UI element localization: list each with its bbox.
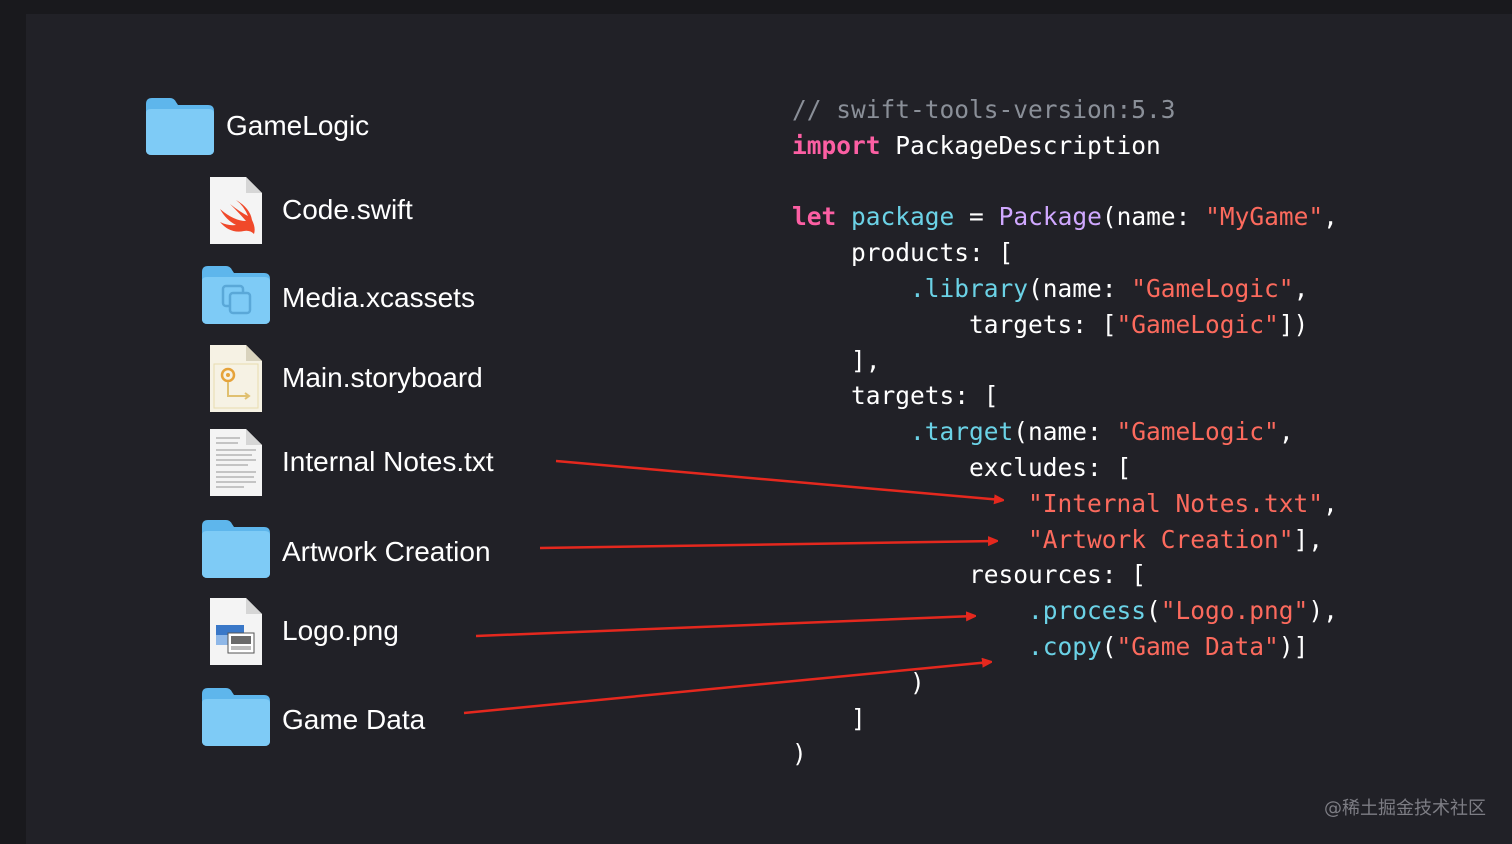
code-token (792, 417, 910, 446)
code-line: import PackageDescription (792, 128, 1338, 164)
code-token: ) (792, 739, 807, 769)
code-token: ]) (1278, 309, 1309, 339)
code-token: import (792, 130, 881, 160)
code-token (792, 274, 910, 303)
tree-item-label: Main.storyboard (282, 362, 483, 393)
code-token: ), (1308, 596, 1338, 626)
tree-item-label: Game Data (282, 704, 426, 735)
code-token: .library (910, 273, 1029, 303)
code-line: targets: [ (792, 378, 1338, 414)
code-token: .target (910, 417, 1014, 447)
code-token: .copy (1028, 631, 1102, 661)
code-line: .process("Logo.png"), (792, 593, 1338, 629)
code-token: package (851, 202, 955, 232)
code-line: excludes: [ (792, 450, 1338, 486)
code-token: , (1323, 202, 1338, 232)
tree-item-artwork-creation: Artwork Creation (200, 518, 700, 588)
tree-item-label: Artwork Creation (282, 536, 491, 567)
code-token: PackageDescription (880, 130, 1161, 160)
code-token: "Artwork Creation" (1028, 524, 1294, 554)
code-token (792, 596, 1028, 625)
code-token: "Game Data" (1116, 631, 1279, 661)
code-token: , (1323, 488, 1338, 518)
code-token: ( (1146, 596, 1161, 626)
tree-item-label: Internal Notes.txt (282, 446, 494, 477)
code-line: targets: ["GameLogic"]) (792, 307, 1338, 343)
code-line: let package = Package(name: "MyGame", (792, 199, 1338, 235)
code-token: ] (792, 703, 866, 733)
code-line (792, 164, 1338, 200)
code-token: excludes: [ (792, 452, 1132, 482)
code-line: ) (792, 736, 1338, 772)
code-token: resources: [ (792, 560, 1147, 590)
code-line: "Artwork Creation"], (792, 522, 1338, 558)
code-line: // swift-tools-version:5.3 (792, 92, 1338, 128)
code-line: .target(name: "GameLogic", (792, 414, 1338, 450)
image-file-icon (200, 597, 272, 667)
code-line: ) (792, 665, 1338, 701)
code-token: ], (1293, 524, 1324, 554)
code-token: ], (792, 345, 881, 375)
asset-catalog-icon (200, 264, 272, 334)
code-token (836, 202, 851, 231)
code-line: resources: [ (792, 557, 1338, 593)
code-token: let (792, 202, 837, 232)
code-line: products: [ (792, 235, 1338, 271)
code-token: )] (1278, 631, 1309, 661)
watermark: @稀土掘金技术社区 (1324, 798, 1486, 819)
folder-icon (200, 518, 272, 588)
code-token: "GameLogic" (1131, 273, 1294, 303)
code-token: "MyGame" (1205, 202, 1324, 232)
code-token: // swift-tools-version:5.3 (792, 95, 1176, 124)
code-token: (name: (1101, 202, 1206, 232)
tree-item-main-storyboard: Main.storyboard (200, 344, 700, 414)
code-token: = (954, 202, 999, 232)
root-folder-label: GameLogic (226, 110, 370, 141)
code-token (792, 525, 1028, 554)
code-line: .copy("Game Data")] (792, 629, 1338, 665)
tree-item-internal-notes: Internal Notes.txt (200, 428, 700, 498)
code-line: "Internal Notes.txt", (792, 486, 1338, 522)
code-token: .process (1028, 596, 1147, 626)
folder-icon (144, 96, 216, 156)
tree-item-label: Code.swift (282, 194, 413, 225)
code-token: "GameLogic" (1116, 417, 1279, 447)
code-token: (name: (1028, 273, 1132, 303)
tree-item-code-swift: Code.swift (200, 176, 700, 246)
code-token (792, 632, 1028, 661)
tree-item-label: Logo.png (282, 615, 399, 646)
swift-file-icon (200, 176, 272, 246)
code-line: ] (792, 701, 1338, 737)
folder-icon (200, 686, 272, 756)
code-token: products: [ (792, 238, 1014, 268)
code-token: , (1278, 417, 1294, 447)
storyboard-file-icon (200, 344, 272, 414)
code-token: "Internal Notes.txt" (1028, 488, 1324, 518)
code-line: ], (792, 343, 1338, 379)
tree-item-game-data: Game Data (200, 686, 700, 756)
package-swift-code: // swift-tools-version:5.3 import Package… (792, 92, 1338, 772)
code-token: targets: [ (792, 381, 999, 411)
tree-item-media-xcassets: Media.xcassets (200, 264, 700, 334)
code-token (792, 489, 1028, 518)
code-token: ) (792, 667, 925, 697)
code-token: ( (1101, 631, 1117, 661)
text-file-icon (200, 428, 272, 498)
code-token: (name: (1013, 417, 1117, 447)
code-token: , (1293, 273, 1309, 303)
tree-item-logo-png: Logo.png (200, 597, 700, 667)
code-token: targets: [ (792, 309, 1117, 339)
code-token: Package (998, 202, 1102, 232)
tree-item-label: Media.xcassets (282, 282, 475, 313)
code-line: .library(name: "GameLogic", (792, 271, 1338, 307)
code-token: "GameLogic" (1116, 309, 1279, 339)
code-token: "Logo.png" (1160, 596, 1309, 626)
